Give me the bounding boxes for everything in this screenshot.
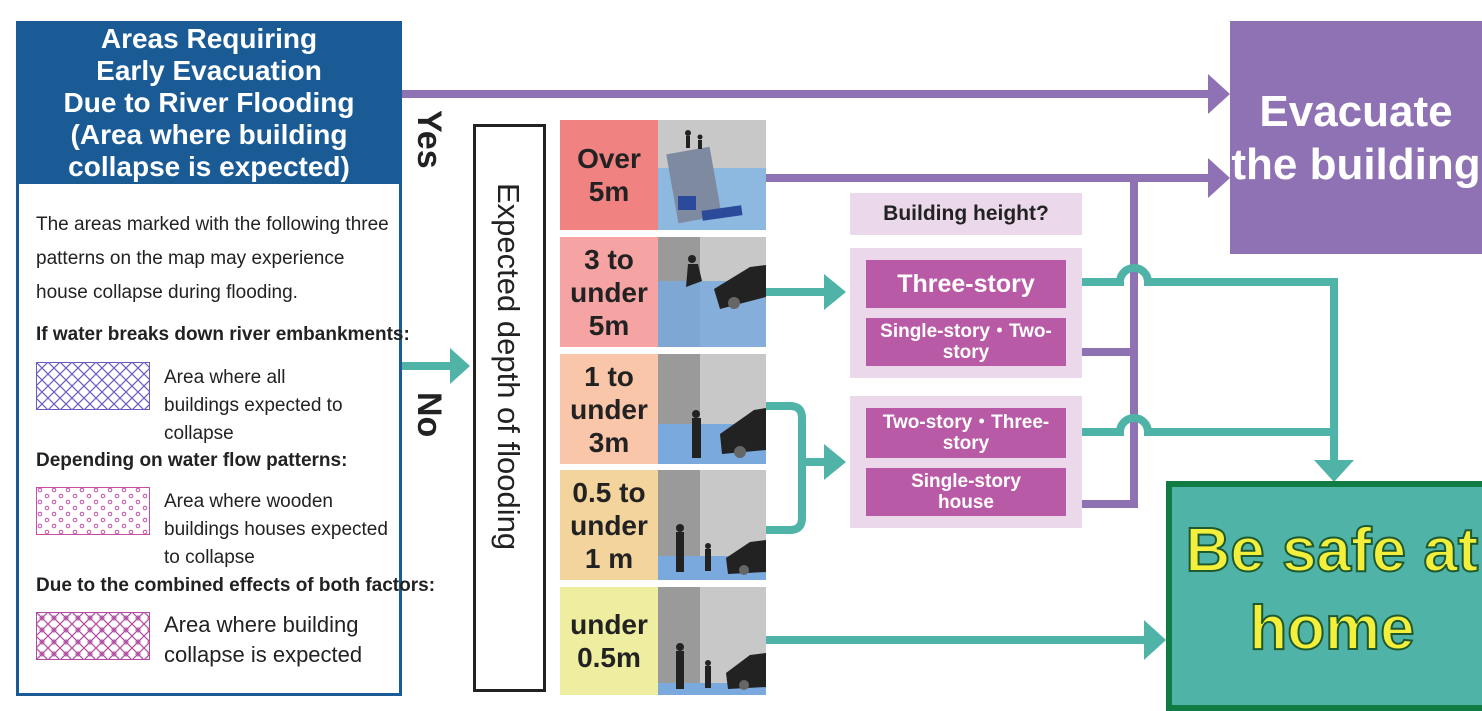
- person-child-car-illustration: [658, 470, 766, 580]
- collapsed-building-illustration: [658, 120, 766, 230]
- section-heading-combined: Due to the combined effects of both fact…: [36, 575, 436, 596]
- section-desc-combined: Area where building collapse is expected: [164, 612, 363, 667]
- three-story-option: Three-story: [866, 260, 1066, 308]
- depth-label-box: [473, 124, 546, 692]
- single-story-house-option: Single-story house: [866, 468, 1066, 516]
- legend-title-line: Early Evacuation: [96, 54, 322, 86]
- section-desc-embankment: Area where all buildings expected to col…: [164, 367, 343, 444]
- section-heading-embankment: If water breaks down river embankments:: [36, 324, 410, 345]
- family-car-illustration: [658, 587, 766, 695]
- depth-row-3-5m: 3 to under 5m: [560, 237, 658, 347]
- dots-pattern-swatch: [35, 486, 151, 536]
- safe-at-home-text: Be safe at home: [1185, 515, 1480, 664]
- depth-row-over-5m: Over 5m: [560, 120, 658, 230]
- depth-row-0.5-1m: 0.5 to under 1 m: [560, 470, 658, 580]
- single-two-story-option: Single-story・Two-story: [866, 318, 1066, 366]
- legend-title-line: Due to River Flooding: [63, 86, 355, 118]
- depth-label: Expected depth of flooding: [491, 183, 526, 551]
- depth-row-under-0.5m: under 0.5m: [560, 587, 658, 695]
- building-height-title: Building height?: [850, 193, 1082, 235]
- section-desc-flow: Area where wooden buildings houses expec…: [164, 491, 388, 568]
- legend-title-line: Areas Requiring: [100, 22, 318, 54]
- safe-at-home-outcome: [1166, 481, 1482, 711]
- section-heading-flow: Depending on water flow patterns:: [36, 450, 348, 471]
- legend-title-line: collapse is expected): [68, 150, 350, 182]
- legend-title: Areas Requiring Early Evacuation Due to …: [16, 21, 402, 184]
- car-flood-illustration: [658, 237, 766, 347]
- legend-title-line: (Area where building: [70, 118, 348, 150]
- depth-row-1-3m: 1 to under 3m: [560, 354, 658, 464]
- no-label: No: [410, 392, 448, 438]
- two-three-story-option: Two-story・Three-story: [866, 408, 1066, 458]
- legend-intro: The areas marked with the following thre…: [36, 214, 389, 303]
- crosshatch-dots-pattern-swatch: [35, 611, 151, 661]
- evacuate-building-outcome: Evacuate the building: [1230, 21, 1482, 254]
- crosshatch-pattern-swatch: [35, 361, 151, 411]
- person-car-illustration: [658, 354, 766, 464]
- yes-label: Yes: [410, 110, 448, 169]
